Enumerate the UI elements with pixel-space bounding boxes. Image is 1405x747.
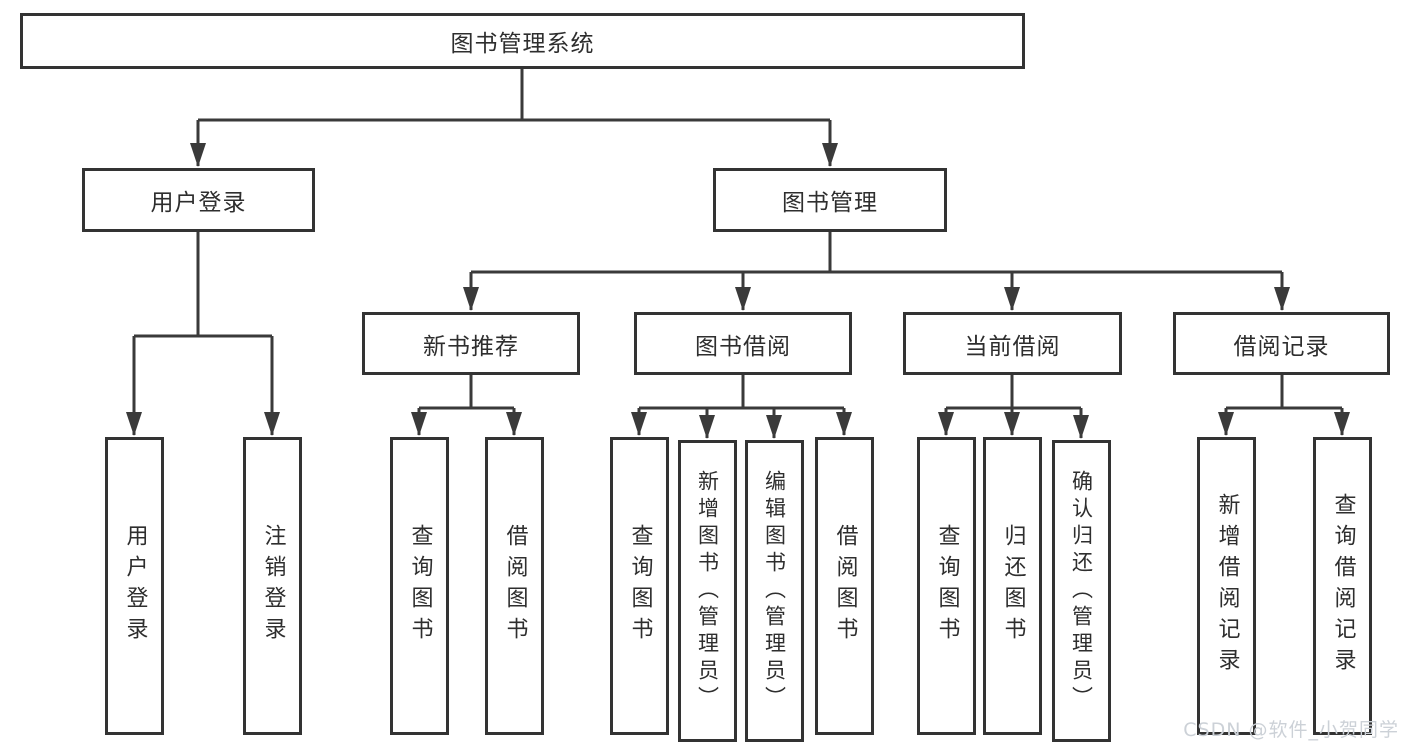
watermark: CSDN @软件_小贺同学 (1183, 719, 1399, 741)
leaf-label: 查询借阅记录 (1330, 493, 1356, 679)
connector-root-to-level2 (190, 68, 838, 167)
leaf-confirm-return-admin: 确认归还（管理员） (1052, 440, 1111, 742)
connector-current-borrowing-to-leaves (938, 374, 1089, 439)
leaf-add-book-admin: 新增图书（管理员） (678, 440, 737, 742)
leaf-label: 注销登录 (260, 524, 286, 648)
node-book-management: 图书管理 (713, 168, 947, 232)
node-label: 新书推荐 (423, 333, 519, 360)
node-library-management-system: 图书管理系统 (20, 13, 1025, 69)
leaf-label: 借阅图书 (502, 524, 528, 648)
node-label: 图书借阅 (695, 333, 791, 360)
leaf-query-books-current: 查询图书 (917, 437, 976, 735)
leaf-label: 借阅图书 (832, 524, 858, 648)
node-label: 借阅记录 (1233, 333, 1330, 360)
node-new-book-recommendation: 新书推荐 (362, 312, 580, 375)
leaf-label: 用户登录 (122, 524, 148, 648)
connector-user-login-to-leaves (126, 231, 280, 436)
node-borrowing-records: 借阅记录 (1173, 312, 1390, 375)
leaf-label: 新增图书（管理员） (695, 469, 720, 713)
connector-book-borrowing-to-leaves (631, 374, 852, 439)
leaf-label: 查询图书 (407, 524, 433, 648)
leaf-logout: 注销登录 (243, 437, 302, 735)
leaf-query-books-recommend: 查询图书 (390, 437, 449, 735)
leaf-borrow-books-recommend: 借阅图书 (485, 437, 544, 735)
node-label: 图书管理系统 (450, 31, 595, 57)
leaf-label: 确认归还（管理员） (1069, 469, 1094, 713)
leaf-add-borrow-record: 新增借阅记录 (1197, 437, 1256, 735)
leaf-label: 归还图书 (1000, 524, 1026, 648)
leaf-label: 新增借阅记录 (1214, 493, 1240, 679)
leaf-label: 编辑图书（管理员） (762, 469, 787, 713)
connector-book-management-to-level3 (463, 231, 1290, 311)
connector-borrowing-records-to-leaves (1218, 374, 1350, 436)
leaf-query-borrow-record: 查询借阅记录 (1313, 437, 1372, 735)
node-label: 当前借阅 (964, 333, 1061, 360)
leaf-edit-book-admin: 编辑图书（管理员） (745, 440, 804, 742)
leaf-return-books: 归还图书 (983, 437, 1042, 735)
leaf-query-books-borrowing: 查询图书 (610, 437, 669, 735)
node-current-borrowing: 当前借阅 (903, 312, 1122, 375)
node-book-borrowing: 图书借阅 (634, 312, 852, 375)
node-user-login: 用户登录 (82, 168, 315, 232)
leaf-borrow-books: 借阅图书 (815, 437, 874, 735)
node-label: 用户登录 (150, 190, 247, 216)
leaf-label: 查询图书 (934, 524, 960, 648)
connector-new-book-recommendation-to-leaves (411, 374, 522, 436)
node-label: 图书管理 (782, 190, 878, 216)
leaf-user-login: 用户登录 (105, 437, 164, 735)
leaf-label: 查询图书 (627, 524, 653, 648)
